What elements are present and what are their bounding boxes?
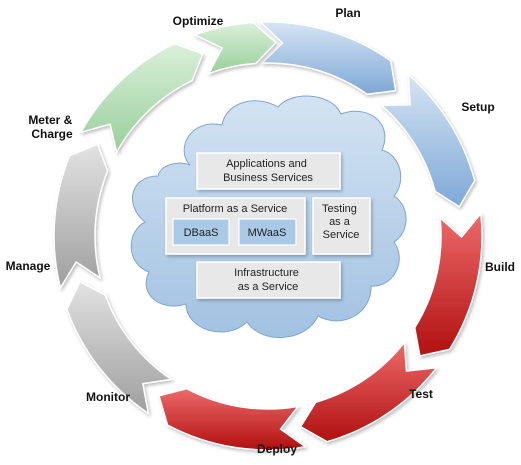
cloud: Applications and Business Services Platf…: [130, 95, 407, 339]
infrastructure-text: Infrastructure as a Service: [234, 267, 302, 293]
lifecycle-ring: [53, 21, 483, 451]
infrastructure-line1: Infrastructure: [234, 267, 299, 279]
label-optimize: Optimize: [173, 14, 224, 28]
label-monitor: Monitor: [86, 390, 130, 404]
dbaas-label: DBaaS: [184, 227, 219, 239]
testing-box[interactable]: [312, 197, 371, 255]
label-deploy: Deploy: [257, 442, 297, 456]
label-setup: Setup: [461, 100, 494, 114]
segment-manage[interactable]: [53, 143, 109, 290]
label-meter-charge-line1: Meter &: [28, 113, 72, 127]
segment-optimize[interactable]: [192, 21, 277, 75]
segment-monitor[interactable]: [66, 280, 174, 416]
mwaas-box[interactable]: [238, 218, 297, 246]
applications-text: Applications and Business Services: [223, 158, 313, 184]
paas-title: Platform as a Service: [183, 203, 288, 215]
label-test: Test: [409, 387, 433, 401]
applications-line2: Business Services: [223, 172, 313, 184]
testing-line3: Service: [323, 229, 360, 241]
applications-box[interactable]: [196, 152, 341, 190]
testing-text: Testing as a Service: [322, 203, 360, 241]
label-manage: Manage: [6, 259, 51, 273]
segment-test[interactable]: [299, 340, 439, 443]
testing-line1: Testing: [322, 203, 357, 215]
segment-build[interactable]: [413, 211, 483, 357]
label-meter-charge: Meter & Charge: [28, 113, 75, 141]
label-plan: Plan: [335, 6, 360, 20]
testing-line2: as a: [329, 216, 351, 228]
segment-setup[interactable]: [379, 72, 476, 208]
segment-deploy[interactable]: [158, 387, 308, 451]
segment-plan[interactable]: [258, 21, 397, 96]
infrastructure-line2: as a Service: [238, 281, 299, 293]
infrastructure-box[interactable]: [196, 261, 341, 299]
label-meter-charge-line2: Charge: [31, 127, 73, 141]
mwaas-label: MWaaS: [248, 227, 287, 239]
applications-line1: Applications and: [226, 158, 307, 170]
dbaas-box[interactable]: [172, 218, 230, 246]
label-build: Build: [485, 260, 515, 274]
segment-meter-charge[interactable]: [79, 42, 204, 155]
